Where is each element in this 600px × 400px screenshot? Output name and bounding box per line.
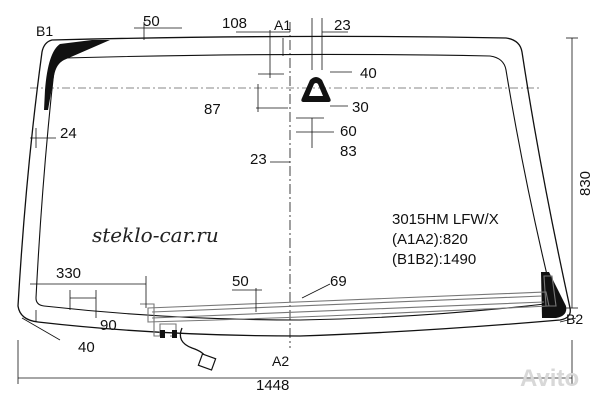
connector-terminal-left	[160, 330, 165, 338]
connector-terminal-right	[172, 330, 177, 338]
dim-top-108: 108	[222, 15, 247, 32]
mirror-bracket-inner	[309, 83, 323, 96]
connector-plug	[197, 353, 217, 371]
dim-bottom-330: 330	[56, 265, 81, 282]
dim-bracket-30: 30	[352, 99, 369, 116]
dim-left-24: 24	[60, 125, 77, 142]
avito-watermark: Avito	[520, 365, 579, 392]
dim-bottom-69: 69	[330, 273, 347, 290]
dim-center-23: 23	[250, 151, 267, 168]
point-a2-label: A2	[272, 353, 289, 369]
dim-bottom-40: 40	[78, 339, 95, 356]
dim-bottom-90: 90	[100, 317, 117, 334]
dim-left-87: 87	[204, 101, 221, 118]
dim-width-1448: 1448	[256, 377, 289, 394]
dimension-lines	[17, 18, 578, 384]
part-b1b2: (B1B2):1490	[392, 251, 476, 268]
ceramic-band-top-left	[44, 40, 110, 110]
point-b2-label: B2	[566, 311, 583, 327]
heater-grid-right-bus	[543, 275, 557, 307]
glass-outer-outline	[17, 35, 571, 337]
dim-height-830: 830	[577, 171, 594, 196]
dim-top-23: 23	[334, 17, 351, 34]
heater-grid	[147, 291, 550, 323]
dim-bracket-60: 60	[340, 123, 357, 140]
point-b1-label: B1	[36, 23, 53, 39]
site-label: steklo-car.ru	[92, 223, 219, 247]
dim-bracket-40: 40	[360, 65, 377, 82]
dim-top-50: 50	[143, 13, 160, 30]
part-a1a2: (A1A2):820	[392, 231, 468, 248]
dim-bottom-50: 50	[232, 273, 249, 290]
dim-bracket-83: 83	[340, 143, 357, 160]
glass-inner-outline	[35, 53, 553, 321]
point-a1-label: A1	[274, 17, 291, 33]
part-code: 3015HM LFW/X	[392, 211, 499, 228]
